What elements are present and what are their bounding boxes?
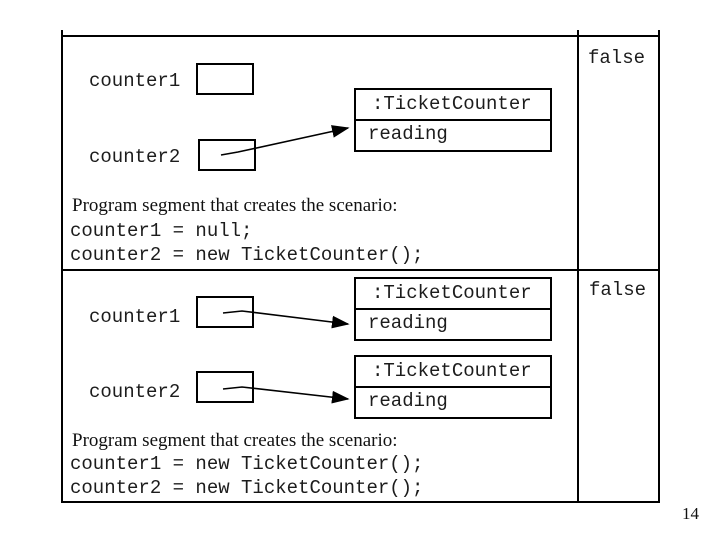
object-box: :TicketCounter reading <box>354 277 552 341</box>
variable-box <box>196 371 254 403</box>
variable-box <box>196 296 254 328</box>
result-value: false <box>588 47 646 69</box>
caption: Program segment that creates the scenari… <box>72 195 398 216</box>
caption: Program segment that creates the scenari… <box>72 430 398 451</box>
page-number: 14 <box>682 504 699 523</box>
object-class-label: :TicketCounter <box>356 90 550 121</box>
object-field-label: reading <box>368 390 448 412</box>
table-border-top <box>61 35 660 37</box>
object-class-label: :TicketCounter <box>356 357 550 388</box>
variable-box <box>196 63 254 95</box>
object-field-label: reading <box>368 123 448 145</box>
table-divider-vertical <box>577 30 579 503</box>
table-border-left <box>61 30 63 503</box>
object-field-label: reading <box>368 312 448 334</box>
table-divider-horizontal <box>61 269 660 271</box>
object-box: :TicketCounter reading <box>354 355 552 419</box>
variable-box <box>198 139 256 171</box>
object-box: :TicketCounter reading <box>354 88 552 152</box>
code-line: counter2 = new TicketCounter(); <box>70 477 424 499</box>
variable-label: counter2 <box>89 146 181 168</box>
variable-label: counter1 <box>89 70 181 92</box>
variable-label: counter1 <box>89 306 181 328</box>
code-line: counter1 = null; <box>70 220 253 242</box>
object-class-label: :TicketCounter <box>356 279 550 310</box>
table-border-right <box>658 30 660 503</box>
code-line: counter1 = new TicketCounter(); <box>70 453 424 475</box>
table-border-bottom <box>61 501 660 503</box>
result-value: false <box>589 279 647 301</box>
variable-label: counter2 <box>89 381 181 403</box>
code-line: counter2 = new TicketCounter(); <box>70 244 424 266</box>
